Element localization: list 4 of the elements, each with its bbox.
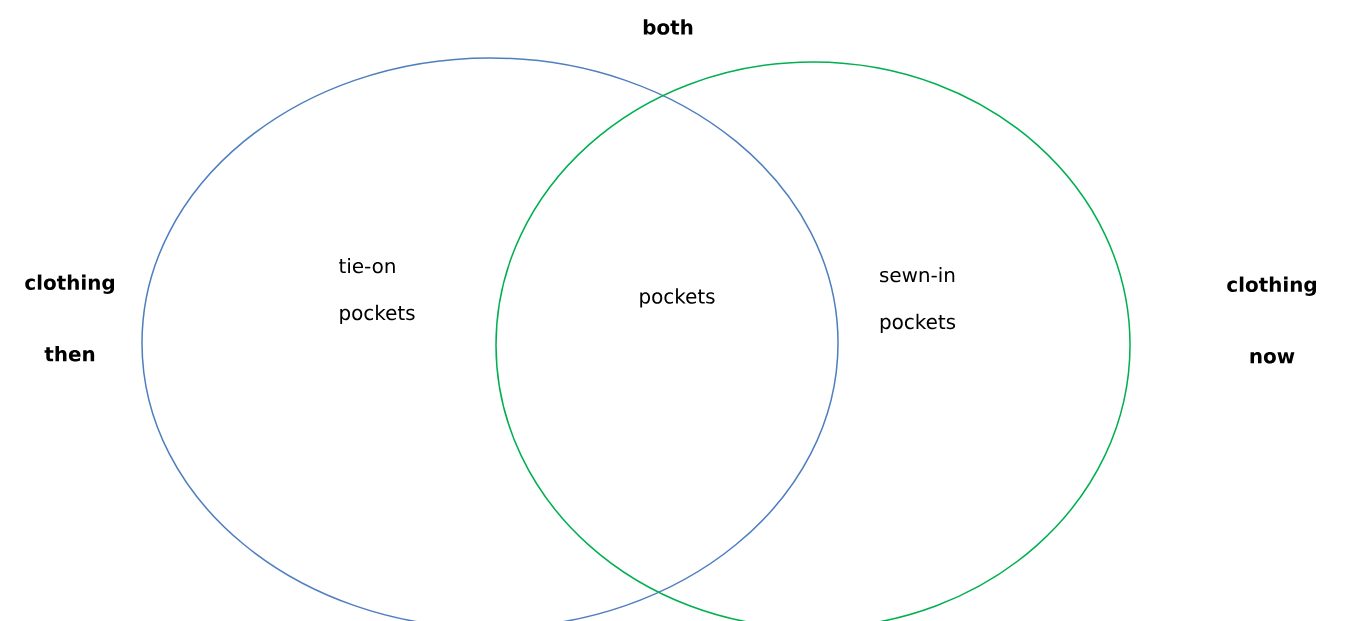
label: clothing then bbox=[25, 274, 114, 362]
label: both bbox=[643, 19, 693, 35]
label: pockets bbox=[640, 288, 715, 308]
label: clothing now bbox=[1227, 276, 1316, 364]
